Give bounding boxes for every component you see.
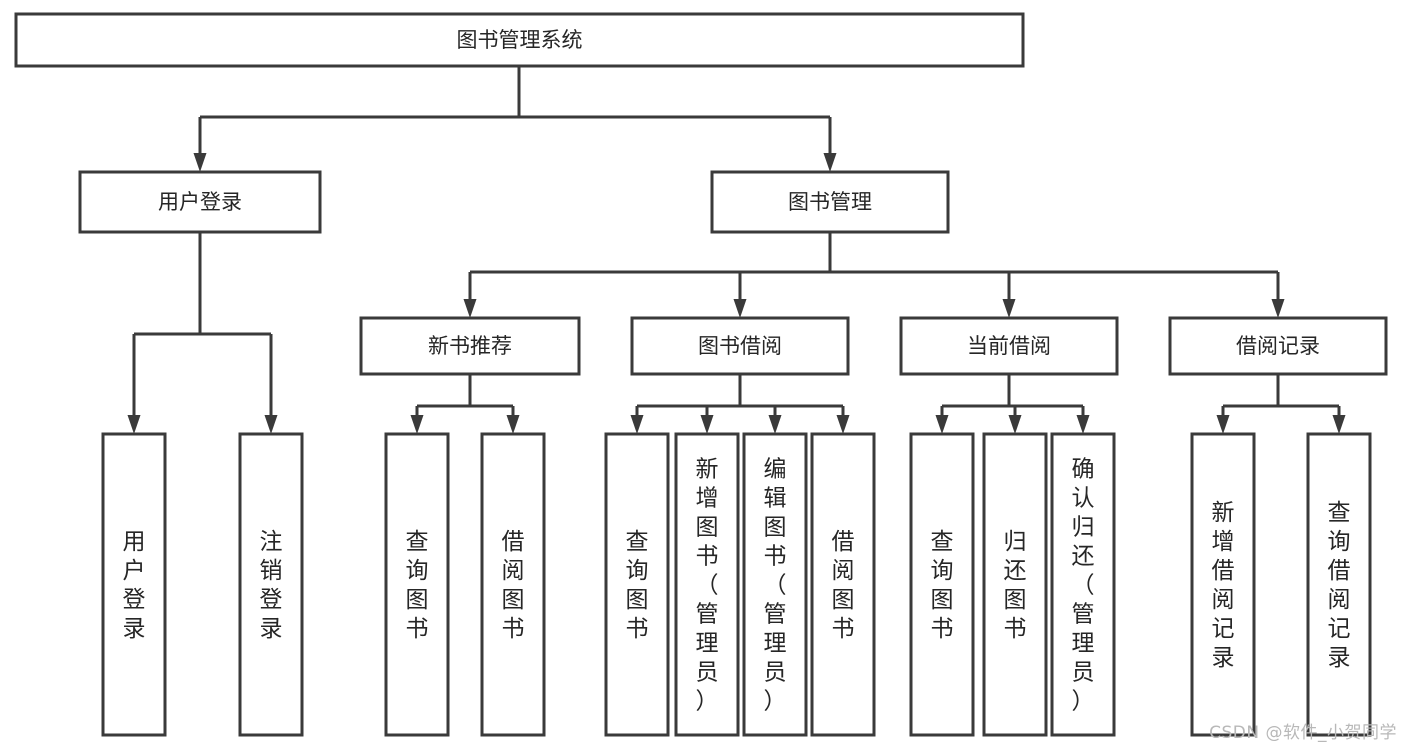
node-leaf-当前借阅-确认归还（管理员）[interactable]: 确认归还（管理员） [1050, 432, 1116, 737]
node-leaf-图书借阅-查询图书[interactable]: 查询图书 [604, 432, 670, 737]
node-box[interactable] [1190, 432, 1256, 737]
arrow-head-icon [410, 415, 424, 434]
arrow-head-icon [630, 415, 644, 434]
branch-connector-6 [1216, 374, 1346, 434]
node-box[interactable] [742, 432, 808, 737]
arrow-head-icon [1271, 299, 1285, 318]
arrow-head-icon [1002, 299, 1016, 318]
node-label: 图书管理系统 [457, 28, 583, 52]
branch-connector-0 [193, 66, 837, 172]
csdn-watermark: CSDN @软件_小贺同学 [1209, 723, 1397, 743]
branch-connector-4 [630, 374, 850, 434]
arrow-head-icon [935, 415, 949, 434]
node-level1-用户登录[interactable]: 用户登录 [78, 170, 322, 234]
node-label: 用户登录 [123, 529, 146, 642]
node-label: 查询借阅记录 [1328, 500, 1351, 671]
node-leaf-当前借阅-归还图书[interactable]: 归还图书 [982, 432, 1048, 737]
arrow-head-icon [193, 153, 207, 172]
node-level2-图书借阅[interactable]: 图书借阅 [630, 316, 850, 376]
node-box[interactable] [1050, 432, 1116, 737]
node-box[interactable] [710, 170, 950, 234]
nodes-layer: 图书管理系统用户登录图书管理新书推荐图书借阅当前借阅借阅记录用户登录注销登录查询… [14, 12, 1388, 737]
node-label: 新书推荐 [428, 334, 512, 358]
branch-connector-1 [463, 232, 1285, 318]
arrow-head-icon [127, 415, 141, 434]
arrow-head-icon [823, 153, 837, 172]
node-leaf-图书借阅-借阅图书[interactable]: 借阅图书 [810, 432, 876, 737]
arrow-head-icon [1332, 415, 1346, 434]
node-leaf-图书借阅-新增图书（管理员）[interactable]: 新增图书（管理员） [674, 432, 740, 737]
branch-connector-5 [935, 374, 1090, 434]
node-label: 当前借阅 [967, 334, 1051, 358]
node-leaf-图书借阅-编辑图书（管理员）[interactable]: 编辑图书（管理员） [742, 432, 808, 737]
node-box[interactable] [359, 316, 581, 376]
node-root-图书管理系统[interactable]: 图书管理系统 [14, 12, 1025, 68]
branch-connector-3 [410, 374, 520, 434]
node-box[interactable] [1306, 432, 1372, 737]
node-level2-新书推荐[interactable]: 新书推荐 [359, 316, 581, 376]
arrow-head-icon [700, 415, 714, 434]
node-box[interactable] [604, 432, 670, 737]
arrow-head-icon [836, 415, 850, 434]
node-leaf-用户登录-注销登录[interactable]: 注销登录 [238, 432, 304, 737]
node-box[interactable] [1168, 316, 1388, 376]
node-label: 借阅图书 [832, 529, 855, 642]
arrow-head-icon [1008, 415, 1022, 434]
node-box[interactable] [238, 432, 304, 737]
node-box[interactable] [674, 432, 740, 737]
arrow-head-icon [506, 415, 520, 434]
node-level2-借阅记录[interactable]: 借阅记录 [1168, 316, 1388, 376]
node-leaf-新书推荐-借阅图书[interactable]: 借阅图书 [480, 432, 546, 737]
node-label: 借阅记录 [1236, 334, 1320, 358]
node-leaf-借阅记录-查询借阅记录[interactable]: 查询借阅记录 [1306, 432, 1372, 737]
node-box[interactable] [384, 432, 450, 737]
node-label: 新增图书（管理员） [696, 457, 719, 715]
node-box[interactable] [78, 170, 322, 234]
node-label: 新增借阅记录 [1212, 500, 1235, 671]
node-label: 归还图书 [1004, 529, 1027, 642]
arrow-head-icon [1076, 415, 1090, 434]
node-label: 确认归还（管理员） [1072, 457, 1095, 715]
node-level2-当前借阅[interactable]: 当前借阅 [899, 316, 1119, 376]
arrow-head-icon [768, 415, 782, 434]
arrow-head-icon [463, 299, 477, 318]
node-label: 用户登录 [158, 190, 242, 214]
node-box[interactable] [480, 432, 546, 737]
node-box[interactable] [909, 432, 975, 737]
node-box[interactable] [630, 316, 850, 376]
node-level1-图书管理[interactable]: 图书管理 [710, 170, 950, 234]
node-box[interactable] [101, 432, 167, 737]
connectors-layer [127, 66, 1346, 434]
arrow-head-icon [733, 299, 747, 318]
node-label: 查询图书 [931, 529, 954, 642]
node-leaf-新书推荐-查询图书[interactable]: 查询图书 [384, 432, 450, 737]
node-box[interactable] [810, 432, 876, 737]
node-leaf-借阅记录-新增借阅记录[interactable]: 新增借阅记录 [1190, 432, 1256, 737]
node-box[interactable] [899, 316, 1119, 376]
node-label: 借阅图书 [502, 529, 525, 642]
node-box[interactable] [14, 12, 1025, 68]
node-box[interactable] [982, 432, 1048, 737]
node-label: 图书借阅 [698, 334, 782, 358]
node-leaf-用户登录-用户登录[interactable]: 用户登录 [101, 432, 167, 737]
node-leaf-当前借阅-查询图书[interactable]: 查询图书 [909, 432, 975, 737]
arrow-head-icon [1216, 415, 1230, 434]
node-label: 图书管理 [788, 190, 872, 214]
node-label: 注销登录 [260, 529, 283, 642]
branch-connector-2 [127, 232, 278, 434]
node-label: 编辑图书（管理员） [764, 457, 787, 715]
node-label: 查询图书 [406, 529, 429, 642]
arrow-head-icon [264, 415, 278, 434]
node-label: 查询图书 [626, 529, 649, 642]
